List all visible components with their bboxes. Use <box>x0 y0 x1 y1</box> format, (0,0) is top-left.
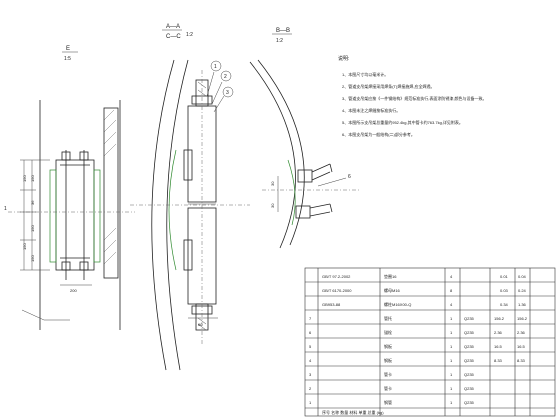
row6-name: 钢板 <box>384 343 392 349</box>
row7-name: 钢板 <box>384 357 392 363</box>
row3-unit: 0.34 <box>500 302 509 307</box>
row3-total: 1.36 <box>518 302 527 307</box>
notes-block: 说明: 1、本图尺寸均以毫米计。 2、管道支吊架焊接采用焊条(T)焊接施焊,应全… <box>338 55 486 137</box>
row2-qty: 8 <box>450 288 453 293</box>
row1-name: 垫圈16 <box>384 273 397 279</box>
row8-material: Q235 <box>464 372 475 377</box>
dim-middle-bottom: 60 <box>198 322 203 327</box>
row2-total: 0.24 <box>518 288 527 293</box>
row9-no: 2 <box>309 386 312 391</box>
row7-total: 8.33 <box>517 358 526 363</box>
row10-no: 1 <box>309 400 312 405</box>
middle-view: A—A C—C 1:2 1 2 3 <box>130 24 250 371</box>
row8-name: 管卡 <box>384 371 392 377</box>
callout-6: 6 <box>348 174 351 180</box>
row4-name: 管托 <box>384 315 392 321</box>
row6-total: 16.5 <box>517 344 526 349</box>
row10-qty: 1 <box>450 400 453 405</box>
row6-qty: 1 <box>450 344 453 349</box>
row7-material: Q235 <box>464 358 475 363</box>
right-view-label: B—B <box>276 28 290 34</box>
row7-no: 4 <box>309 358 312 363</box>
row4-total: 156.2 <box>517 316 528 321</box>
note-4: 4、本图未注之焊缝按标准执行。 <box>342 107 400 113</box>
row8-no: 3 <box>309 372 312 377</box>
dim-left-4: 150 <box>22 243 27 250</box>
row5-total: 2.36 <box>517 330 526 335</box>
row9-material: Q235 <box>464 386 475 391</box>
left-view-scale: 1:5 <box>64 56 71 62</box>
note-3: 3、管道支吊架应按《一件钢结构》规范标准执行,表面涂防锈漆,颜色与设备一致。 <box>342 95 486 101</box>
dim-left-1: 150 <box>22 175 27 182</box>
row5-material: Q235 <box>464 330 475 335</box>
dim-left-7: 200 <box>70 288 77 293</box>
row1-qty: 4 <box>450 274 453 279</box>
callout-1: 1 <box>214 64 217 70</box>
row7-unit: 8.33 <box>494 358 503 363</box>
note-6: 6、本图支吊架为一般结构(二)部分参考。 <box>342 131 415 137</box>
dim-left-3: 36 <box>30 200 35 205</box>
row6-no: 5 <box>309 344 312 349</box>
row7-qty: 1 <box>450 358 453 363</box>
row6-unit: 16.5 <box>494 344 503 349</box>
row6-material: Q235 <box>464 344 475 349</box>
row2-unit: 0.03 <box>500 288 509 293</box>
row5-name: 锚栓 <box>384 329 392 335</box>
note-2: 2、管道支吊架焊接采用焊条(T)焊接施焊,应全焊透。 <box>342 83 434 89</box>
row1-unit: 0.01 <box>500 274 509 279</box>
row2-name: 螺母M16 <box>384 287 401 293</box>
wall-hatch <box>103 109 117 265</box>
row9-qty: 1 <box>450 386 453 391</box>
right-view-scale: 1:2 <box>276 38 283 44</box>
callout-2: 2 <box>224 74 227 80</box>
right-view: B—B 1:2 30 30 6 <box>249 28 360 249</box>
row3-standard: GB953-88 <box>322 302 341 307</box>
middle-view-scale: 1:2 <box>186 32 193 38</box>
row10-material: Q235 <box>464 400 475 405</box>
row2-standard: GB/T 6170-2000 <box>322 288 352 293</box>
row9-name: 管卡 <box>384 385 392 391</box>
note-1: 1、本图尺寸均以毫米计。 <box>342 71 388 77</box>
row1-total: 0.04 <box>518 274 527 279</box>
left-view: E 1:5 1 <box>4 46 135 330</box>
dim-right-1: 30 <box>270 181 275 186</box>
middle-view-sub: C—C <box>166 34 181 40</box>
left-view-label: E <box>66 46 70 52</box>
row4-unit: 156.2 <box>494 316 505 321</box>
middle-view-label: A—A <box>166 24 180 30</box>
row3-qty: 4 <box>450 302 453 307</box>
dim-right-2: 30 <box>270 203 275 208</box>
row5-no: 6 <box>309 330 312 335</box>
row1-standard: GB/T 97.2-2002 <box>322 274 351 279</box>
dim-left-5: 150 <box>30 225 35 232</box>
row4-qty: 1 <box>450 316 453 321</box>
table-footer: 序号 名称 数量 材料 单重 总重 (kg) <box>322 409 384 415</box>
row8-qty: 1 <box>450 372 453 377</box>
notes-heading: 说明: <box>338 55 349 62</box>
materials-table: GB/T 97.2-2002 垫圈16 4 0.01 0.04 GB/T 617… <box>304 267 556 417</box>
row10-name: 钢管 <box>384 399 392 405</box>
row5-qty: 1 <box>450 330 453 335</box>
row3-name: 螺柱M16X00-Q <box>384 301 411 307</box>
left-marker: 1 <box>4 206 7 212</box>
note-5: 5、本图所示支吊架总重量约952.4kg,其中管卡约763.7kg,详见附表。 <box>342 119 463 125</box>
row5-unit: 2.36 <box>494 330 503 335</box>
callout-3: 3 <box>226 90 229 96</box>
dim-left-2: 150 <box>30 175 35 182</box>
dim-left-6: 150 <box>30 255 35 262</box>
row4-material: Q235 <box>464 316 475 321</box>
row4-no: 7 <box>309 316 312 321</box>
